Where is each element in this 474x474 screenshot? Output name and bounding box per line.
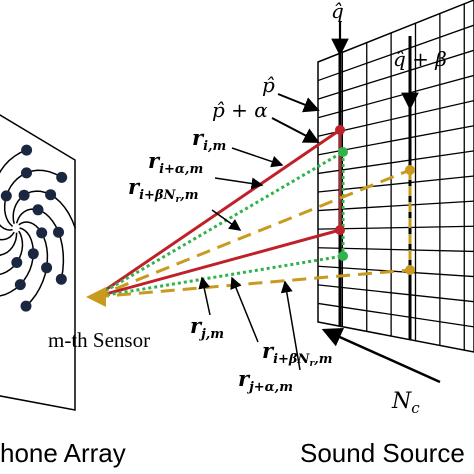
- leaders: [198, 22, 441, 384]
- spiral-arm: [0, 230, 24, 275]
- spiral-arm: [0, 232, 18, 256]
- label-r-i-beta-nr-m: ri+βNr,m: [128, 174, 198, 205]
- mic-array-plane: [0, 114, 76, 411]
- label-p-hat-plus-alpha: p̂ + α: [212, 98, 268, 122]
- leader-r-j-alpha: [280, 280, 301, 371]
- grid-row-line: [317, 265, 474, 278]
- label-q-hat: q̂: [331, 0, 344, 23]
- microphone-dot: [27, 248, 39, 260]
- red-point-upper: [335, 125, 345, 135]
- microphone-dot: [0, 190, 12, 202]
- nc-arrow: [321, 328, 441, 384]
- mth-sensor-marker: [86, 287, 106, 307]
- leader-r-im: [231, 147, 284, 168]
- green-point-upper: [338, 147, 348, 157]
- gold-ray-lower: [94, 268, 411, 299]
- microphone-dot: [41, 262, 53, 274]
- label-r-jm: rj,m: [190, 313, 224, 342]
- spiral-arm: [3, 169, 63, 227]
- microphone-dot: [14, 279, 26, 291]
- grid-row-line: [317, 302, 474, 328]
- leader-r-alpha: [214, 177, 264, 190]
- spiral-arm: [0, 231, 15, 241]
- gold-point-lower: [405, 265, 415, 275]
- gold-point-upper: [405, 165, 415, 175]
- spiral-arm: [12, 190, 77, 229]
- grid-row-line: [317, 150, 474, 175]
- microphone-dot: [21, 144, 33, 156]
- label-r-i-beta-nr-m-lower: ri+βNr,m: [262, 338, 332, 369]
- microphone-dot: [45, 189, 57, 201]
- leader-p-hat: [277, 93, 320, 113]
- microphone-array: [0, 114, 77, 411]
- spiral-arm: [0, 227, 35, 297]
- microphone-dot: [56, 171, 68, 183]
- caption-mic-array: hone Array: [0, 438, 126, 468]
- label-r-j-alpha-m: rj+α,m: [238, 366, 293, 395]
- spiral-arm: [0, 149, 27, 231]
- microphone-dot: [32, 204, 44, 216]
- red-point-lower: [335, 225, 345, 235]
- microphone-dot: [21, 167, 32, 179]
- leader-p-alpha: [271, 117, 320, 143]
- leader-r-jm: [198, 276, 211, 316]
- label-nc: Nc: [391, 389, 420, 417]
- microphone-dot: [18, 189, 30, 201]
- grid-row-line: [317, 49, 474, 100]
- leader-r-beta: [211, 209, 242, 231]
- label-r-im: ri,m: [192, 125, 226, 154]
- label-r-i-alpha-m: ri+α,m: [148, 148, 203, 177]
- sensor-label: m-th Sensor: [48, 328, 150, 352]
- microphone-dot: [36, 227, 48, 239]
- vectors: [86, 125, 415, 307]
- caption-source-plane: Sound Source P: [300, 438, 474, 468]
- green-point-lower: [338, 251, 348, 261]
- spiral-arms: [0, 144, 77, 312]
- label-q-hat-plus-beta: q̂ + β: [393, 47, 447, 71]
- grid-row-line: [317, 24, 474, 82]
- leader-r-beta-lower: [230, 276, 259, 343]
- grid-row-line: [317, 284, 474, 303]
- microphone-dot: [55, 273, 67, 285]
- spiral-arm: [18, 221, 49, 307]
- microphone-dot: [11, 257, 23, 268]
- microphone-dot: [20, 300, 32, 312]
- microphone-dot: [53, 226, 64, 238]
- grid-row-line: [317, 74, 474, 119]
- gold-ray-upper: [94, 168, 411, 299]
- label-p-hat: p̂: [262, 73, 275, 97]
- spiral-arm: [15, 208, 65, 280]
- red-ray-lower: [94, 228, 341, 299]
